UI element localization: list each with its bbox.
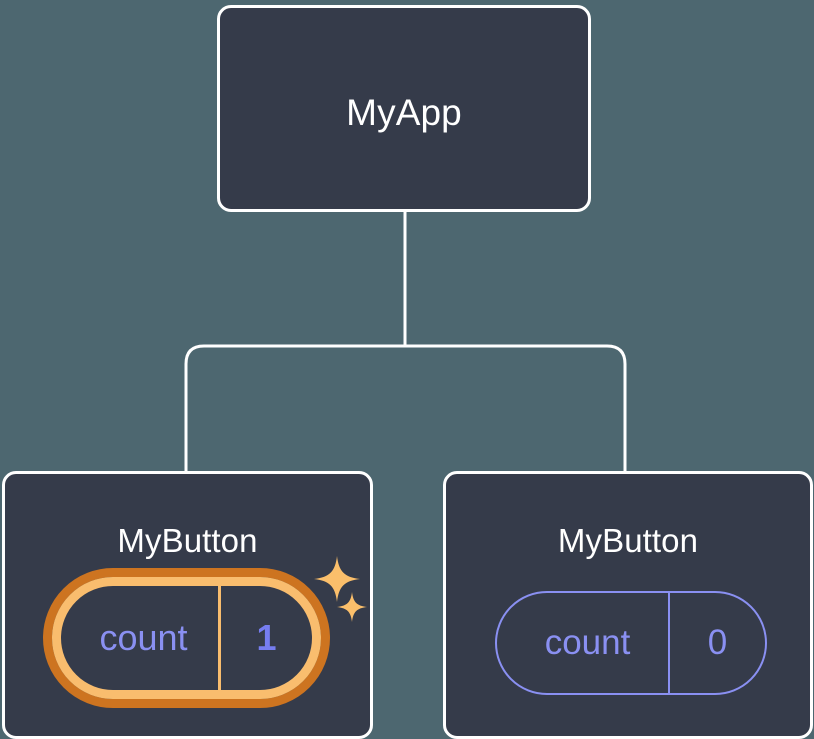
state-pill-value: 1 <box>256 617 277 658</box>
node-myapp[interactable]: MyApp <box>217 5 591 212</box>
node-myapp-title: MyApp <box>346 92 462 133</box>
edge-branch-bar <box>184 344 627 471</box>
state-pill-value: 0 <box>707 623 728 662</box>
state-pill-count-highlighted[interactable]: count 1 <box>43 568 330 708</box>
state-pill-content: count 1 <box>61 586 312 690</box>
sparkle-large-icon <box>314 556 360 602</box>
node-mybutton-right[interactable]: MyButton count 0 <box>443 471 813 739</box>
node-mybutton-left-title: MyButton <box>117 522 258 559</box>
state-pill-glow-inner-ring <box>52 577 321 699</box>
state-pill-glow-outer-ring <box>43 568 330 708</box>
state-pill-count-plain[interactable]: count 0 <box>495 591 767 695</box>
state-pill-key: count <box>61 586 221 690</box>
state-pill-key: count <box>497 593 670 693</box>
sparkle-small-icon <box>337 592 367 622</box>
node-mybutton-right-title: MyButton <box>557 522 699 559</box>
